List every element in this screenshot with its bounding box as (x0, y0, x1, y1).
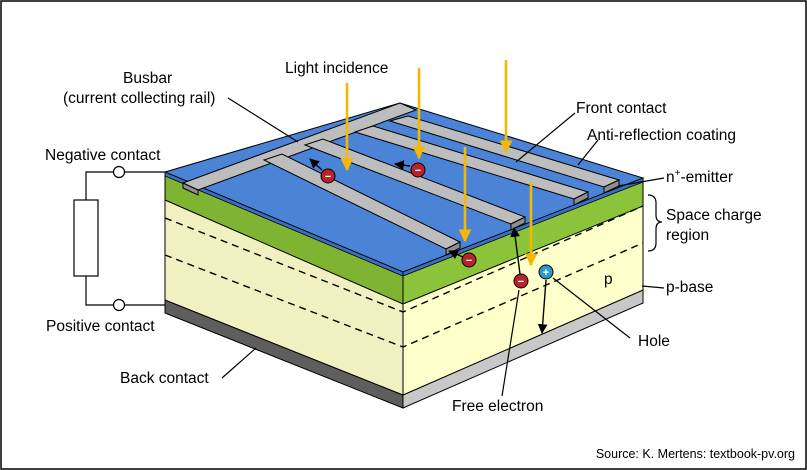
label-p-base: p-base (666, 279, 713, 296)
front-metal-grid (181, 102, 621, 256)
label-negative-contact: Negative contact (45, 147, 161, 164)
leader-lines (221, 97, 665, 397)
leader-free-electron (501, 289, 520, 397)
label-p-region: p (604, 271, 613, 288)
electron-1-sign: − (325, 171, 331, 183)
light-rays (340, 60, 538, 267)
label-n-emitter: n+-emitter (666, 168, 733, 186)
label-free-electron: Free electron (452, 398, 543, 415)
leader-front-contact (515, 112, 576, 163)
space-charge-boundary-top (164, 205, 644, 313)
label-front-contact: Front contact (576, 100, 667, 117)
electron-2 (410, 162, 426, 178)
load-resistor (73, 199, 99, 277)
external-circuit (73, 165, 165, 312)
positive-terminal (112, 298, 126, 312)
hole (538, 264, 554, 280)
free-electron-sign: − (518, 276, 524, 288)
wire-positive-up (85, 276, 113, 306)
electron-path-2 (394, 160, 411, 171)
label-hole: Hole (638, 333, 670, 350)
leader-hole (552, 277, 631, 339)
label-busbar-sub: (current collecting rail) (63, 90, 215, 107)
cell-block (163, 102, 645, 409)
leader-anti-reflection (577, 139, 599, 166)
electron-path-1 (309, 158, 323, 171)
free-electron (513, 273, 529, 289)
electron-1 (320, 168, 336, 184)
busbar-side (182, 182, 199, 196)
leader-p-base (641, 285, 665, 289)
electron-path-3 (448, 249, 464, 259)
space-charge-brace (647, 194, 663, 252)
label-source: Source: K. Mertens: textbook-pv.org (596, 447, 795, 461)
label-space-charge: Space charge (666, 207, 762, 224)
negative-terminal (112, 165, 126, 179)
label-light-incidence: Light incidence (285, 60, 388, 77)
electron-3 (461, 252, 477, 268)
hole-path (537, 279, 548, 334)
label-positive-contact: Positive contact (46, 318, 155, 335)
finger-3-side (573, 191, 589, 206)
label-space-charge-region: region (666, 227, 709, 244)
free-electron-path (510, 227, 521, 275)
label-busbar: Busbar (123, 70, 172, 87)
leader-busbar (227, 97, 299, 143)
space-charge-boundary-bottom (164, 242, 644, 348)
labels: Light incidence Busbar (current collecti… (45, 60, 795, 461)
electron-2-sign: − (415, 165, 421, 177)
leader-back-contact (221, 347, 257, 379)
wire-negative-down (85, 171, 113, 200)
hole-sign: + (543, 267, 549, 279)
label-back-contact: Back contact (120, 370, 209, 387)
label-anti-reflection: Anti-reflection coating (587, 127, 736, 144)
charge-carriers: − − − − + (309, 158, 554, 334)
anti-reflection-edge-left (164, 171, 404, 277)
electron-3-sign: − (466, 255, 472, 267)
leader-n-emitter (617, 177, 665, 187)
